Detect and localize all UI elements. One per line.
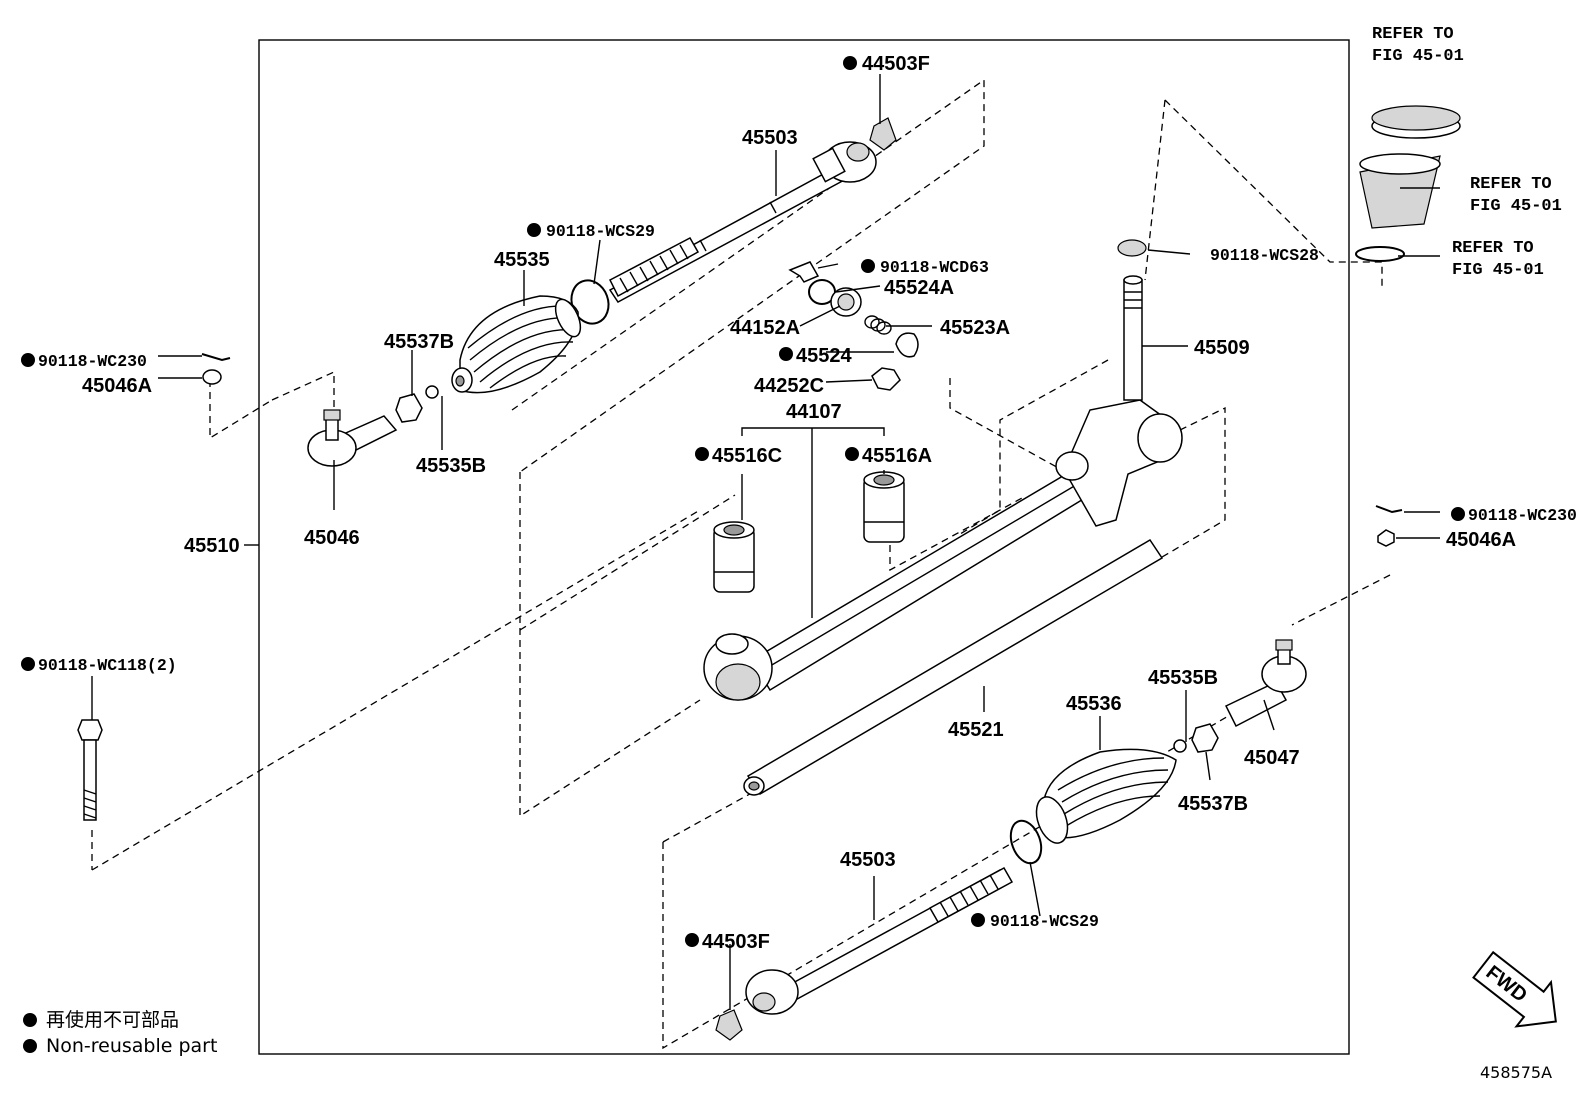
label-45516a: 45516A bbox=[862, 445, 932, 467]
refer-part-grommet bbox=[1359, 153, 1441, 229]
label-45535b-right: 45535B bbox=[1148, 667, 1218, 689]
label-45509: 45509 bbox=[1194, 337, 1250, 359]
claw-washer-44503f-upper bbox=[869, 117, 897, 151]
label-45523a: 45523A bbox=[940, 317, 1010, 339]
rack-bar-45521 bbox=[743, 538, 1164, 796]
label-45535: 45535 bbox=[494, 249, 550, 271]
locknut-44252c bbox=[871, 367, 901, 391]
pinion-shaft-45509 bbox=[1123, 275, 1143, 401]
refer-label-2-line2: FIG 45-01 bbox=[1470, 197, 1562, 216]
figure-id: 458575A bbox=[1480, 1063, 1552, 1082]
label-44152a: 44152A bbox=[730, 317, 800, 339]
label-45047: 45047 bbox=[1244, 747, 1300, 769]
bolt-90118-wc118 bbox=[77, 719, 103, 821]
fwd-arrow-icon: FWD bbox=[1472, 950, 1557, 1028]
label-45046: 45046 bbox=[304, 527, 360, 549]
label-44107: 44107 bbox=[786, 401, 842, 423]
label-90118-wcs29-lower: 90118-WCS29 bbox=[990, 912, 1099, 931]
label-90118-wcs29-upper: 90118-WCS29 bbox=[546, 222, 655, 241]
label-44252c: 44252C bbox=[754, 375, 824, 397]
refer-part-ring-top bbox=[1371, 105, 1461, 139]
nut-45537b-right bbox=[1191, 723, 1219, 753]
refer-label-1-line1: REFER TO bbox=[1372, 25, 1454, 44]
rack-housing-44107 bbox=[703, 399, 1183, 701]
label-90118-wc230-left: 90118-WC230 bbox=[38, 352, 147, 371]
label-45536: 45536 bbox=[1066, 693, 1122, 715]
claw-washer-44503f-lower bbox=[715, 1009, 743, 1041]
label-90118-wcs28: 90118-WCS28 bbox=[1210, 246, 1319, 265]
label-45521: 45521 bbox=[948, 719, 1004, 741]
cotter-pin-90118-wc230-right bbox=[1375, 505, 1403, 514]
label-90118-wc118: 90118-WC118(2) bbox=[38, 656, 177, 675]
label-45535b-left: 45535B bbox=[416, 455, 486, 477]
label-45503-lower: 45503 bbox=[840, 849, 896, 871]
rack-boot-45535 bbox=[451, 295, 582, 394]
refer-part-o-ring bbox=[1355, 246, 1405, 262]
label-45537b-left: 45537B bbox=[384, 331, 454, 353]
clip-45535b-right bbox=[1173, 739, 1187, 753]
label-45510: 45510 bbox=[184, 535, 240, 557]
leader-lines bbox=[91, 74, 1440, 1010]
tie-rod-end-45046 bbox=[307, 409, 398, 467]
clip-45535b-left bbox=[425, 385, 439, 399]
nut-45537b-left bbox=[395, 393, 423, 423]
leader-44107-bracket bbox=[741, 427, 885, 436]
inner-tie-rod-lower bbox=[745, 866, 1014, 1015]
refer-label-3-line2: FIG 45-01 bbox=[1452, 261, 1544, 280]
label-45503-upper: 45503 bbox=[742, 127, 798, 149]
refer-label-3-line1: REFER TO bbox=[1452, 239, 1534, 258]
cap-44152a bbox=[830, 287, 862, 317]
label-44503f-lower: 44503F bbox=[702, 931, 770, 953]
refer-label-2-line1: REFER TO bbox=[1470, 175, 1552, 194]
label-44503f-upper: 44503F bbox=[862, 53, 930, 75]
part-labels: 44503F 45503 90118-WCS29 45535 45537B 90… bbox=[38, 25, 1577, 1082]
washer-90118-wcs28 bbox=[1117, 239, 1147, 257]
label-45046a-right: 45046A bbox=[1446, 529, 1516, 551]
rack-boot-45536 bbox=[1035, 748, 1177, 844]
label-90118-wc230-right: 90118-WC230 bbox=[1468, 506, 1577, 525]
non-reusable-markers bbox=[21, 56, 1465, 1053]
legend-japanese: 再使用不可部品 bbox=[46, 1009, 179, 1031]
label-45524: 45524 bbox=[796, 345, 852, 367]
legend-english: Non-reusable part bbox=[46, 1035, 217, 1057]
tie-rod-end-45047 bbox=[1224, 639, 1307, 728]
bushing-45516c bbox=[713, 521, 755, 593]
nut-45046a-right bbox=[1377, 529, 1395, 547]
cotter-pin-90118-wc230-left bbox=[201, 353, 231, 362]
label-90118-wcd63: 90118-WCD63 bbox=[880, 258, 989, 277]
refer-label-1-line2: FIG 45-01 bbox=[1372, 47, 1464, 66]
clamp-90118-wcs29-lower bbox=[1009, 819, 1043, 865]
bushing-45516a bbox=[863, 471, 905, 543]
label-45524a: 45524A bbox=[884, 277, 954, 299]
nut-45046a-left bbox=[202, 369, 222, 385]
label-45516c: 45516C bbox=[712, 445, 782, 467]
label-45046a-left: 45046A bbox=[82, 375, 152, 397]
pin-90118-wcd63 bbox=[788, 261, 820, 283]
inner-tie-rod-upper bbox=[608, 141, 877, 303]
guide-45524 bbox=[895, 332, 919, 358]
assembly-frame bbox=[258, 39, 1350, 1055]
label-45537b-right: 45537B bbox=[1178, 793, 1248, 815]
spring-45523a bbox=[864, 315, 892, 335]
